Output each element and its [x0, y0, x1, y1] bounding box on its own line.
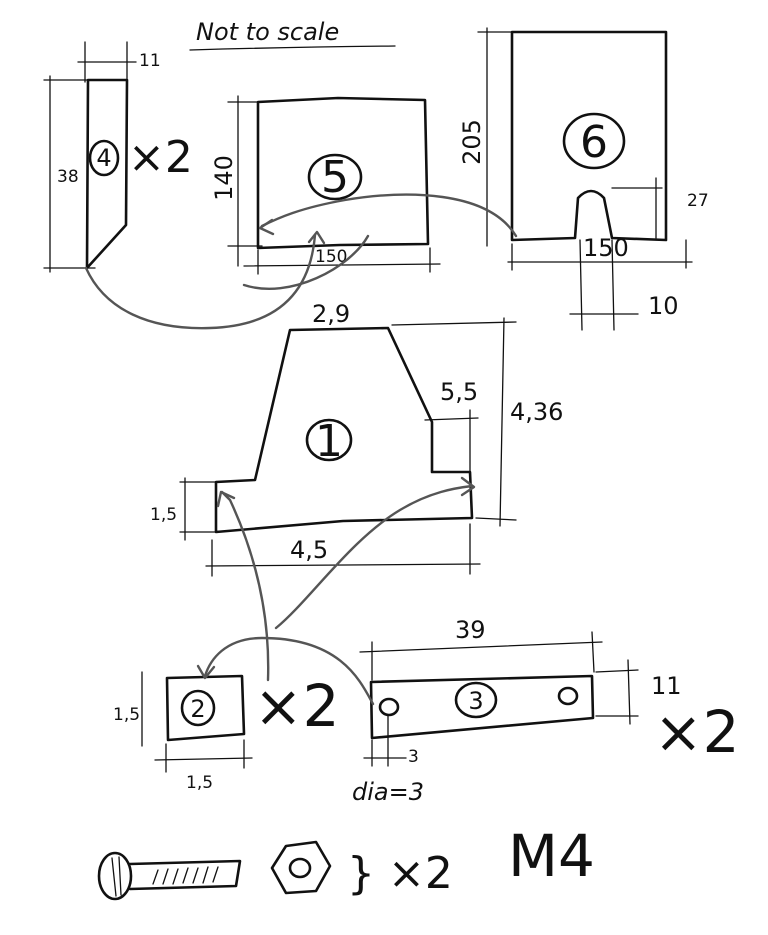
part-6: 6 205 27 150 10	[458, 27, 709, 331]
arrow-part3-to-part2	[203, 636, 375, 706]
arrow-part2-to-part1	[220, 490, 270, 682]
part-4-dim-width-label: 11	[139, 51, 161, 71]
arrow-part2-to-part1-head	[216, 490, 236, 508]
part-6-dim-height-label: 205	[458, 119, 486, 165]
part-3-outline	[369, 674, 595, 740]
nut-hole	[288, 857, 312, 879]
part-3-ext-right	[591, 631, 595, 673]
title-group: Not to scale	[189, 18, 396, 51]
part-6-dim-width-label: 150	[583, 234, 629, 262]
hex-nut-icon	[270, 840, 332, 895]
part-6-circle	[562, 112, 626, 170]
part-1-outline	[214, 326, 474, 534]
screw-shaft	[128, 859, 242, 891]
arrow-part5-hook	[242, 234, 370, 290]
hardware-size: M4	[508, 822, 595, 890]
part-2-circle	[180, 689, 216, 727]
part-5: 5 140 150	[210, 95, 441, 275]
screw-slot	[111, 856, 122, 897]
part-6-ext-slot-left	[579, 239, 583, 331]
part-6-ext-slot-right	[611, 239, 615, 331]
part-2-label: 2	[190, 695, 205, 723]
hardware-bracket: }	[347, 848, 375, 899]
arrow-part4-to-part5-head	[307, 230, 326, 245]
part-6-dim-slot-label: 27	[687, 191, 709, 211]
part-2-dim-height-label: 1,5	[113, 705, 140, 725]
part-1: 1 2,9 4,36 5,5 1,5 4,5	[150, 300, 563, 577]
assembly-arrows	[84, 193, 518, 706]
part-2: 2 ×2 1,5 1,5	[113, 671, 340, 793]
part-3-dim-hole-offset-label: 3	[408, 747, 419, 767]
part-1-dim-step-label: 5,5	[440, 378, 478, 406]
title-underline	[189, 45, 396, 51]
part-3: 3 39 11 ×2 3 dia=3	[352, 616, 740, 806]
part-3-dim-length-label: 39	[455, 616, 486, 644]
part-1-dim-width-label: 4,5	[290, 536, 328, 564]
part-3-dim-height-label: 11	[651, 672, 682, 700]
part-6-outline	[510, 30, 668, 242]
part-4-dim-height-label: 38	[57, 167, 79, 187]
part-4-outline	[85, 78, 129, 270]
part-3-ext-top	[595, 669, 639, 673]
hardware-count: ×2	[388, 848, 453, 899]
part-3-dim-height	[627, 659, 631, 725]
part-1-dim-width	[205, 563, 481, 567]
part-4: 4 ×2 11 38	[43, 41, 193, 273]
part-3-count: ×2	[654, 698, 740, 766]
part-1-dim-base-label: 1,5	[150, 505, 177, 525]
part-3-circle	[454, 681, 498, 719]
part-1-dim-step	[424, 417, 479, 421]
part-4-count: ×2	[128, 132, 193, 183]
part-1-ext-top	[391, 321, 517, 326]
part-6-dim-slot-width-label: 10	[648, 292, 679, 320]
part-2-dim-width	[154, 757, 253, 761]
arrow-part2-to-part1-step-head	[460, 476, 476, 497]
arrow-part6-to-part5-head	[258, 218, 275, 236]
part-3-dim-length	[359, 641, 603, 653]
part-1-circle	[305, 418, 353, 462]
part-5-dim-height-label: 140	[210, 155, 238, 201]
arrow-part3-to-part2-head	[196, 664, 216, 680]
part-5-outline	[256, 96, 430, 250]
part-5-circle	[307, 153, 363, 201]
part-5-label: 5	[321, 152, 349, 203]
title-not-to-scale: Not to scale	[196, 18, 339, 46]
part-1-dim-height-label: 4,36	[510, 398, 563, 426]
part-1-dim-height	[499, 317, 505, 527]
part-1-label: 1	[315, 416, 343, 467]
part-2-dim-width-label: 1,5	[186, 773, 213, 793]
part-3-label: 3	[468, 687, 483, 715]
part-1-ext-bottom	[475, 517, 517, 521]
nut-outline	[270, 840, 332, 895]
screw-icon	[97, 851, 242, 901]
part-4-label: 4	[96, 144, 111, 172]
part-2-count: ×2	[254, 672, 340, 740]
part-3-hole-right	[557, 686, 579, 706]
part-3-dim-hole-label: dia=3	[352, 778, 424, 806]
arrow-part2-to-part1-step	[274, 484, 474, 630]
hardware: } ×2 M4	[97, 822, 595, 901]
part-4-circle	[88, 139, 120, 177]
part-3-hole-left	[378, 697, 400, 717]
arrow-part6-to-part5	[260, 193, 518, 238]
screw-thread	[152, 866, 219, 885]
part-5-dim-width-label: 150	[315, 247, 347, 267]
screw-head	[97, 851, 133, 901]
part-1-dim-top-label: 2,9	[312, 300, 350, 328]
part-2-outline	[165, 674, 246, 742]
part-6-label: 6	[580, 117, 608, 168]
arrow-part4-to-part5	[84, 233, 317, 330]
